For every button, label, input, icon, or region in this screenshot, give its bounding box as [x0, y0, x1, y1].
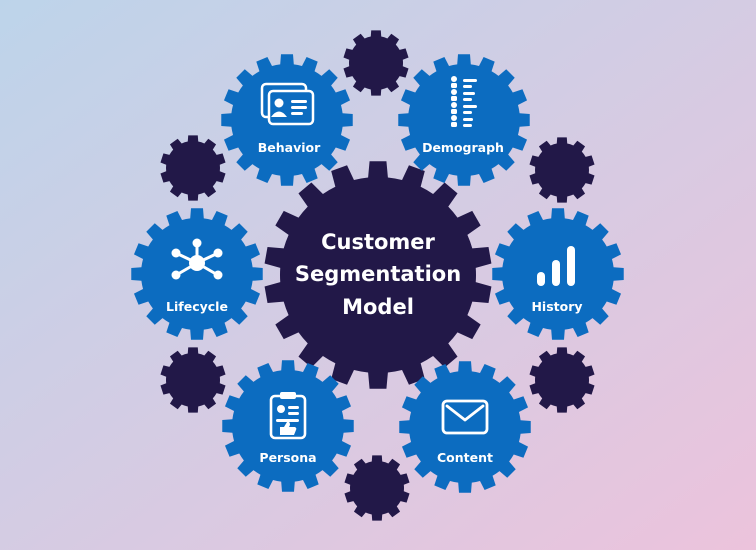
segment-gear-persona: Persona	[222, 360, 354, 492]
segment-label-content: Content	[437, 450, 493, 465]
segment-label-demograph: Demograph	[422, 140, 504, 155]
id-cards-icon	[260, 82, 315, 126]
connector-gear-upper-left	[160, 135, 226, 201]
people-list-icon	[451, 76, 477, 127]
center-gear: Customer Segmentation Model	[264, 161, 492, 389]
segment-gear-lifecycle: Lifecycle	[131, 208, 263, 340]
connector-gear-lower-left	[160, 347, 226, 413]
connector-gear-upper-right	[529, 137, 595, 203]
connector-gear-top	[343, 30, 409, 96]
segment-gear-demograph: Demograph	[398, 54, 530, 186]
segment-gear-behavior: Behavior	[221, 54, 353, 186]
segment-label-lifecycle: Lifecycle	[166, 299, 228, 314]
bar-chart-icon	[537, 246, 575, 286]
connector-gear-bottom	[344, 455, 410, 521]
segment-gear-history: History	[492, 208, 624, 340]
network-icon	[171, 238, 223, 280]
gear-shape	[131, 208, 263, 340]
center-title-line-3: Model	[342, 295, 414, 319]
gear-shape	[399, 361, 531, 493]
segment-label-history: History	[531, 299, 582, 314]
segment-gear-content: Content	[399, 361, 531, 493]
clipboard-profile-icon	[269, 392, 307, 440]
connector-gear-lower-right	[529, 347, 595, 413]
center-title-line-1: Customer	[321, 230, 435, 254]
segment-label-persona: Persona	[259, 450, 316, 465]
center-gear-shape	[264, 161, 492, 389]
segment-label-behavior: Behavior	[258, 140, 321, 155]
center-title-line-2: Segmentation	[295, 262, 461, 286]
envelope-icon	[441, 399, 489, 435]
connector-gears	[160, 30, 595, 521]
